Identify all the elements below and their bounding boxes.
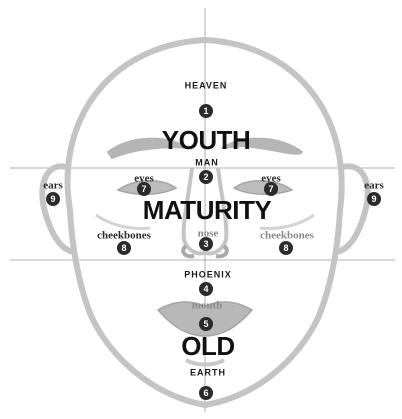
label-mouth: mouth <box>192 301 223 312</box>
number-badge-man: 2 <box>199 170 213 184</box>
label-cheekbones-left: cheekbones <box>97 231 151 242</box>
label-cheekbones-right: cheekbones <box>260 231 314 242</box>
label-old: OLD <box>181 333 234 359</box>
label-ears-right: ears <box>364 181 384 192</box>
label-maturity: MATURITY <box>143 197 271 223</box>
label-earth: EARTH <box>190 369 226 378</box>
label-man: MAN <box>195 159 219 168</box>
number-badge-cheekbones-left: 8 <box>117 241 131 255</box>
number-badge-ears-right: 9 <box>367 192 381 206</box>
number-badge-ears-left: 9 <box>46 192 60 206</box>
number-badge-cheekbones-right: 8 <box>279 241 293 255</box>
label-phoenix: PHOENIX <box>184 271 232 280</box>
label-heaven: HEAVEN <box>185 82 228 91</box>
number-badge-earth: 6 <box>199 386 213 400</box>
number-badge-eyes-left: 7 <box>137 182 151 196</box>
label-ears-left: ears <box>43 181 63 192</box>
number-badge-nose: 3 <box>199 237 213 251</box>
label-youth: YOUTH <box>162 127 251 153</box>
number-badge-heaven: 1 <box>199 104 213 118</box>
number-badge-eyes-right: 7 <box>264 182 278 196</box>
number-badge-phoenix: 4 <box>199 282 213 296</box>
number-badge-mouth: 5 <box>199 317 213 331</box>
